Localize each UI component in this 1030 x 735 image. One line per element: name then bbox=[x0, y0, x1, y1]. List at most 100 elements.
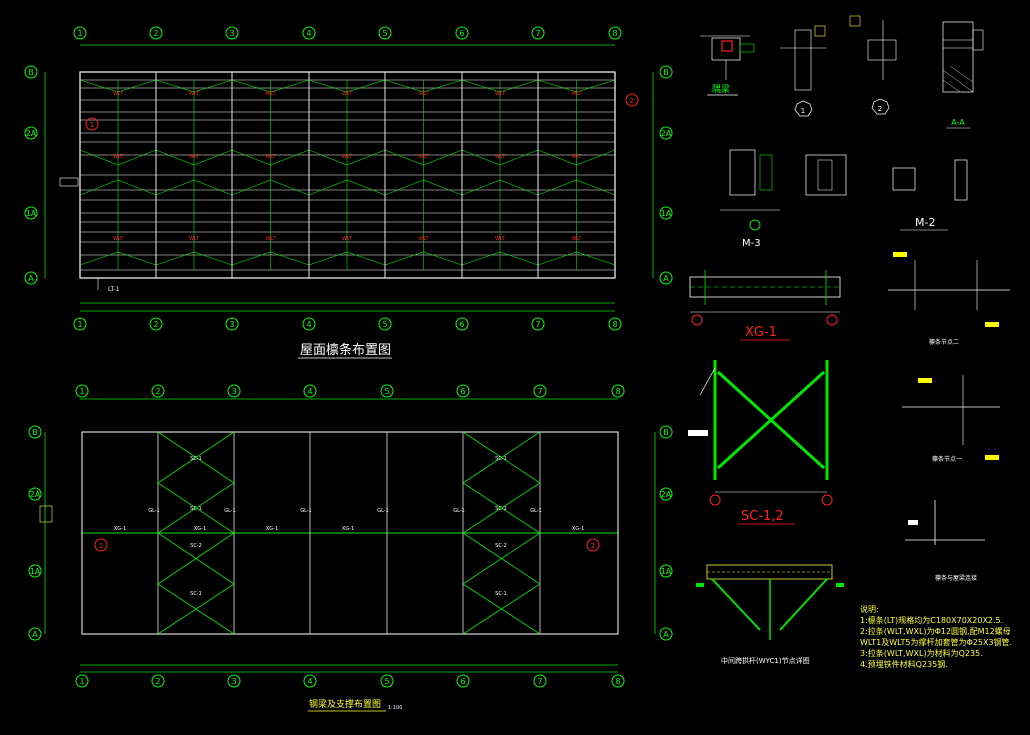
axis-label: 7 bbox=[535, 320, 540, 329]
bracing-plan-scale: 1:100 bbox=[388, 705, 402, 711]
axis-bubble bbox=[531, 26, 545, 40]
gl-label: GL-1 bbox=[530, 508, 542, 514]
wlt-label: WLT bbox=[113, 154, 124, 160]
gl-label: GL-1 bbox=[148, 508, 160, 514]
axis-bubble bbox=[24, 206, 38, 220]
axis-label: 2 bbox=[155, 677, 160, 686]
sc-label: SC-1 bbox=[190, 456, 202, 462]
note-item: 2:拉条(WLT,WXL)为Φ12圆钢,配M12螺母 bbox=[860, 627, 1011, 636]
axis-bubble bbox=[659, 487, 673, 501]
axis-bubble bbox=[659, 564, 673, 578]
axis-label: 1A bbox=[661, 567, 672, 576]
node-marker-1: 1 bbox=[90, 121, 94, 129]
wlt-label: WLT bbox=[418, 236, 429, 242]
axis-label: 2A bbox=[661, 490, 672, 499]
axis-bubble bbox=[533, 384, 547, 398]
axis-bubble bbox=[28, 564, 42, 578]
axis-label: 4 bbox=[307, 677, 312, 686]
axis-bubble bbox=[456, 674, 470, 688]
axis-bubble bbox=[380, 384, 394, 398]
axis-label: 8 bbox=[615, 387, 620, 396]
axis-label: 2A bbox=[661, 129, 672, 138]
sc-brace bbox=[462, 532, 541, 585]
joint-2-title: 檩条节点二 bbox=[929, 338, 959, 346]
axis-label: 1 bbox=[77, 320, 82, 329]
sc-brace bbox=[462, 482, 541, 534]
axis-bubble bbox=[608, 317, 622, 331]
wlt-label: WLT bbox=[113, 91, 124, 97]
axis-label: 5 bbox=[384, 387, 389, 396]
notes-heading: 说明: bbox=[860, 605, 879, 614]
gl-label: GL-1 bbox=[453, 508, 465, 514]
wlt-label: WLT bbox=[342, 236, 353, 242]
sc12-title: SC-1,2 bbox=[741, 509, 784, 524]
axis-bubble bbox=[303, 674, 317, 688]
detail-m2: M-2 bbox=[892, 159, 968, 231]
detail-node-2: 2 bbox=[849, 15, 897, 115]
purlin-plan: WLTWLTWLTWLTWLTWLTWLTWLTWLTWLTWLTWLTWLTW… bbox=[24, 26, 673, 331]
axis-label: 1A bbox=[661, 209, 672, 218]
axis-label: B bbox=[663, 68, 669, 77]
axis-bubble bbox=[149, 26, 163, 40]
axis-label: 1 bbox=[79, 387, 84, 396]
axis-label: 2 bbox=[153, 320, 158, 329]
wlt-label: WLT bbox=[342, 154, 353, 160]
wlt-label: WLT bbox=[495, 154, 506, 160]
detail-xg1: XG-1 bbox=[689, 270, 841, 341]
xg-label: XG-1 bbox=[572, 526, 584, 532]
lt1-label: LT-1 bbox=[108, 286, 120, 293]
xg-label: XG-1 bbox=[114, 526, 126, 532]
axis-label: 3 bbox=[231, 387, 236, 396]
sc-brace bbox=[157, 583, 235, 635]
axis-bubble bbox=[73, 26, 87, 40]
detail-sc12: SC-1,2 bbox=[688, 360, 833, 525]
wlt-label: WLT bbox=[495, 91, 506, 97]
node-marker-1b: 1 bbox=[99, 542, 103, 550]
detail-purlin-beam: 檩条与屋梁连接 bbox=[905, 500, 985, 582]
axis-bubble bbox=[227, 384, 241, 398]
axis-bubble bbox=[303, 384, 317, 398]
xg-label: XG-1 bbox=[194, 526, 206, 532]
axis-bubble bbox=[75, 674, 89, 688]
wlt-label: WLT bbox=[418, 91, 429, 97]
detail-joint-1: 檩条节点一 bbox=[902, 375, 1000, 463]
axis-label: 3 bbox=[231, 677, 236, 686]
axis-bubble bbox=[151, 674, 165, 688]
note-item: 1:檩条(LT)规格均为C180X70X20X2.5. bbox=[860, 616, 1004, 625]
axis-bubble bbox=[531, 317, 545, 331]
axis-label: B bbox=[663, 428, 669, 437]
axis-bubble bbox=[659, 425, 673, 439]
m3-title: M-3 bbox=[742, 238, 761, 249]
axis-label: 8 bbox=[612, 320, 617, 329]
axis-label: 2 bbox=[155, 387, 160, 396]
axis-bubble bbox=[659, 271, 673, 285]
axis-label: 5 bbox=[384, 677, 389, 686]
axis-label: A bbox=[663, 274, 669, 283]
axis-bubble bbox=[24, 271, 38, 285]
axis-bubble bbox=[28, 425, 42, 439]
wlt-label: WLT bbox=[265, 154, 276, 160]
axis-bubble bbox=[24, 65, 38, 79]
axis-bubble bbox=[456, 384, 470, 398]
sc-label: SC-1 bbox=[495, 591, 507, 597]
axis-bubble bbox=[24, 126, 38, 140]
axis-bubble bbox=[28, 487, 42, 501]
sc-brace bbox=[157, 431, 235, 484]
axis-bubble bbox=[533, 674, 547, 688]
axis-bubble bbox=[149, 317, 163, 331]
axis-label: 4 bbox=[306, 29, 311, 38]
wlt-label: WLT bbox=[571, 91, 582, 97]
xg-label: XG-1 bbox=[266, 526, 278, 532]
axis-label: 1 bbox=[77, 29, 82, 38]
gl-label: GL-1 bbox=[300, 508, 312, 514]
detail-node-1: 1 bbox=[780, 25, 826, 117]
axis-bubble bbox=[659, 627, 673, 641]
detail-m3: M-3 bbox=[720, 149, 847, 249]
axis-bubble bbox=[611, 674, 625, 688]
wlt-label: WLT bbox=[495, 236, 506, 242]
axis-bubble bbox=[659, 65, 673, 79]
axis-bubble bbox=[380, 674, 394, 688]
axis-label: 7 bbox=[535, 29, 540, 38]
